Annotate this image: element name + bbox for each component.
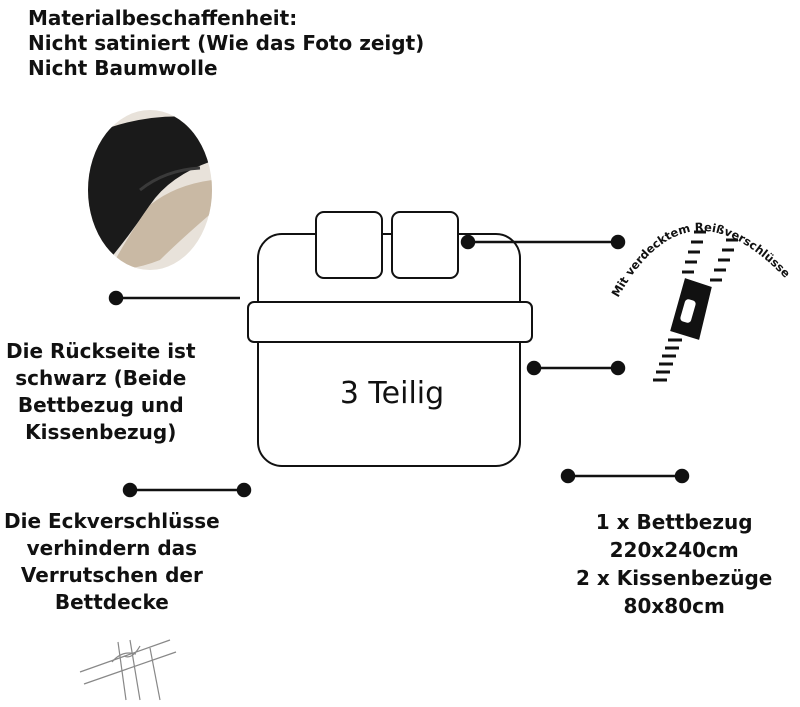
fabric-swatch-photo <box>88 110 212 270</box>
zipper-label-arc: Mit verdecktem Reißverschlüsse <box>609 220 794 300</box>
corner-line-4: Bettdecke <box>54 590 169 614</box>
corner-closures-description: Die Eckverschlüsse verhindern das Verrut… <box>4 508 220 616</box>
bed-label: 3 Teilig <box>340 376 444 411</box>
zipper-teeth-left <box>682 230 706 274</box>
corner-line-2: verhindern das <box>26 536 198 560</box>
svg-text:Mit verdecktem Reißverschlüsse: Mit verdecktem Reißverschlüsse <box>609 220 794 300</box>
material-heading: Materialbeschaffenheit: <box>28 6 298 30</box>
pillow-left <box>315 211 383 279</box>
bed-illustration <box>247 211 533 467</box>
zipper-label: Mit verdecktem Reißverschlüsse <box>609 220 794 300</box>
material-line-1: Nicht satiniert (Wie das Foto zeigt) <box>28 31 425 55</box>
zipper-pull <box>680 299 696 323</box>
back-side-line-1: Die Rückseite ist <box>6 339 196 363</box>
connector-lines <box>108 234 690 498</box>
size-line-3: 2 x Kissenbezüge <box>576 566 773 590</box>
zipper-icon <box>653 230 738 382</box>
size-line-4: 80x80cm <box>623 594 725 618</box>
material-line-2: Nicht Baumwolle <box>28 56 218 80</box>
zipper-teeth-right <box>710 238 738 282</box>
size-line-1: 1 x Bettbezug <box>595 510 753 534</box>
back-side-line-2: schwarz (Beide <box>15 366 187 390</box>
material-description: Materialbeschaffenheit: Nicht satiniert … <box>28 6 424 81</box>
back-side-line-3: Bettbezug und <box>17 393 184 417</box>
bed-frame <box>257 233 521 467</box>
duvet-fold <box>247 301 533 343</box>
zipper-teeth-closed <box>653 338 682 382</box>
sizes-description: 1 x Bettbezug 220x240cm 2 x Kissenbezüge… <box>576 508 772 620</box>
pillow-right <box>391 211 459 279</box>
size-line-2: 220x240cm <box>609 538 739 562</box>
corner-line-1: Die Eckverschlüsse <box>4 509 220 533</box>
corner-closure-sketch-icon <box>79 639 177 701</box>
back-side-description: Die Rückseite ist schwarz (Beide Bettbez… <box>6 338 196 446</box>
back-side-line-4: Kissenbezug) <box>25 420 177 444</box>
corner-line-3: Verrutschen der <box>20 563 203 587</box>
